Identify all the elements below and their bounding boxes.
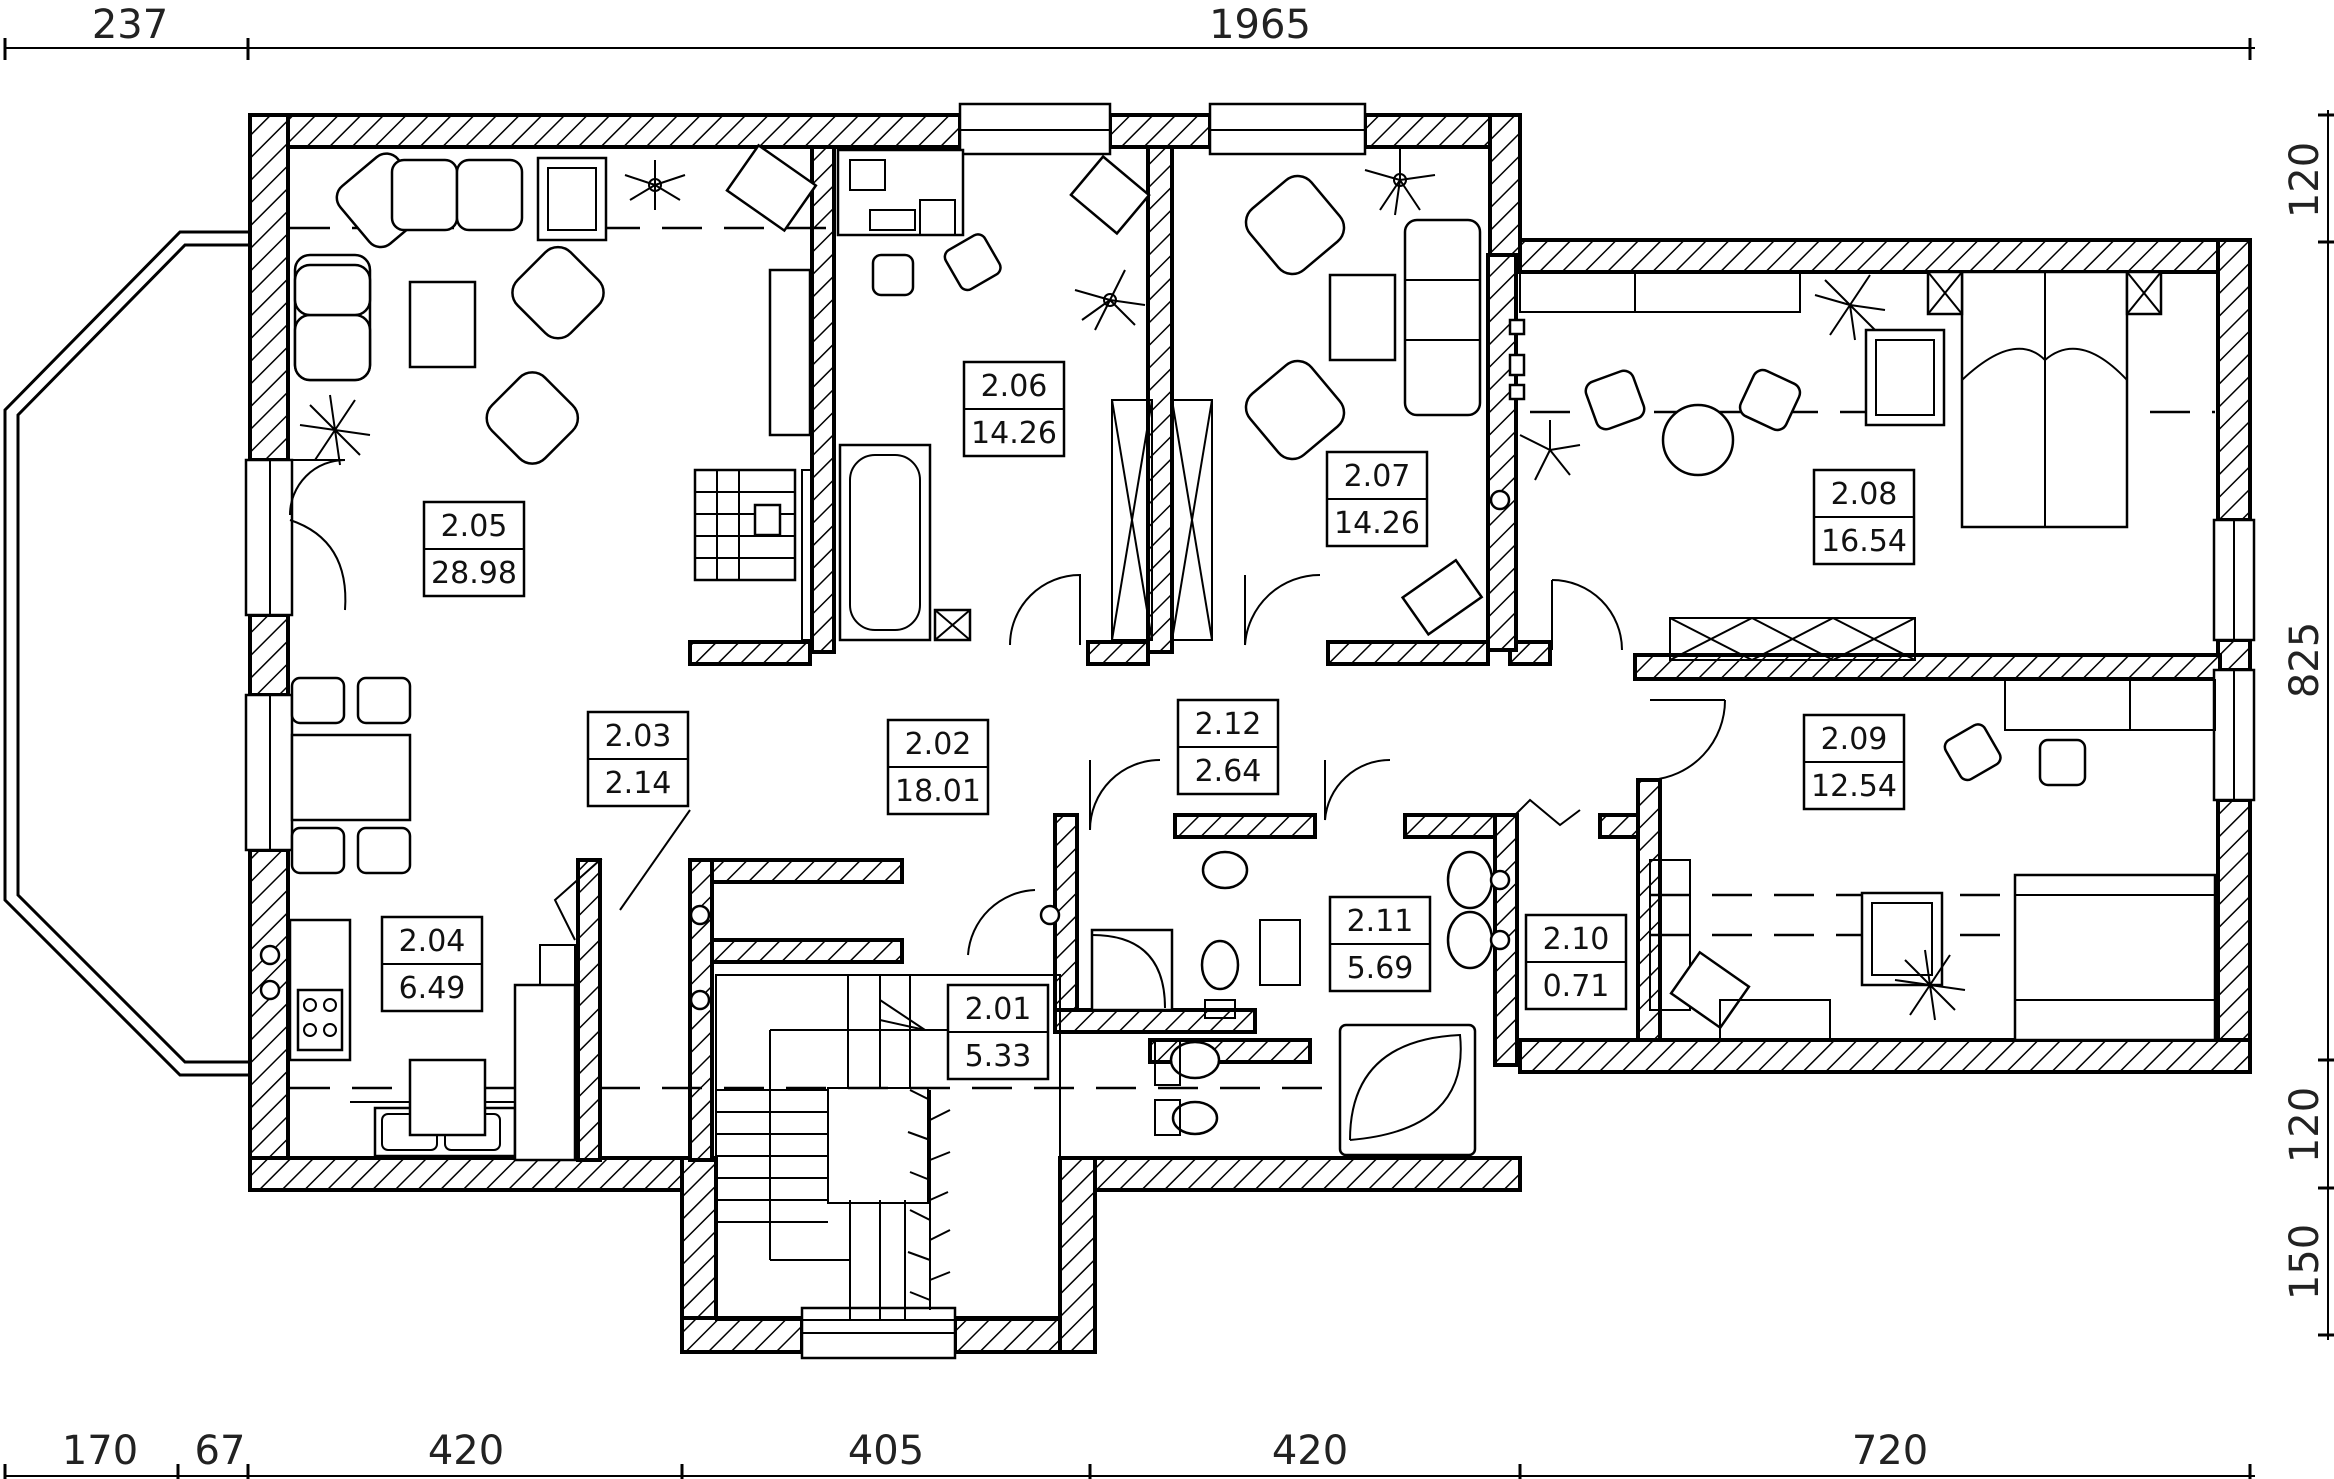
plant-icon bbox=[1814, 274, 1886, 341]
plant-icon bbox=[624, 160, 686, 210]
windows bbox=[244, 102, 2256, 1360]
door-icon bbox=[289, 519, 347, 611]
sink-icon bbox=[1201, 850, 1249, 890]
bed-icon bbox=[2013, 873, 2217, 1042]
room-labels: 2.01 5.33 2.02 18.01 2.03 2.14 2.04 6.49 2.05 28.… bbox=[380, 360, 1916, 1081]
dimension-lines: 237 1965 170 67 420 405 420 720 120 825 … bbox=[3, 2, 2334, 1479]
room-area: 14.26 bbox=[1334, 506, 1420, 541]
room-area: 6.49 bbox=[399, 971, 466, 1006]
plant-icon bbox=[1074, 269, 1146, 331]
room-number: 2.05 bbox=[441, 509, 508, 544]
room-label-2-01: 2.01 5.33 bbox=[946, 983, 1050, 1081]
doors bbox=[289, 459, 1727, 956]
door-icon bbox=[1244, 573, 1321, 646]
room-area: 18.01 bbox=[895, 774, 981, 809]
door-icon bbox=[1324, 758, 1391, 821]
room-208-furniture bbox=[1519, 270, 2163, 661]
room-number: 2.02 bbox=[905, 727, 972, 762]
dim-right-2: 825 bbox=[2282, 622, 2328, 698]
door-icon bbox=[1514, 798, 1581, 827]
room-area: 5.33 bbox=[965, 1039, 1032, 1074]
bay-window bbox=[3, 230, 250, 1077]
plants bbox=[299, 145, 1966, 1310]
room-number: 2.10 bbox=[1543, 922, 1610, 957]
plant-icon bbox=[1364, 145, 1436, 216]
room-number: 2.07 bbox=[1344, 459, 1411, 494]
room-number: 2.03 bbox=[605, 719, 672, 754]
dim-bottom-3: 420 bbox=[428, 1428, 504, 1474]
room-label-2-12: 2.12 2.64 bbox=[1176, 698, 1280, 796]
room-area: 12.54 bbox=[1811, 769, 1897, 804]
room-label-2-02: 2.02 18.01 bbox=[886, 718, 990, 816]
room-label-2-10: 2.10 0.71 bbox=[1524, 913, 1628, 1011]
dim-bottom-4: 405 bbox=[848, 1428, 924, 1474]
walls bbox=[248, 113, 2252, 1354]
room-area: 5.69 bbox=[1347, 951, 1414, 986]
armchair-icon bbox=[1244, 174, 1346, 276]
living-room-furniture bbox=[290, 143, 818, 875]
dim-bottom-5: 420 bbox=[1272, 1428, 1348, 1474]
door-icon bbox=[967, 889, 1036, 956]
dim-right-1: 120 bbox=[2282, 142, 2328, 218]
room-number: 2.12 bbox=[1195, 707, 1262, 742]
room-area: 28.98 bbox=[431, 556, 517, 591]
room-label-2-06: 2.06 14.26 bbox=[962, 360, 1066, 458]
room-number: 2.06 bbox=[981, 369, 1048, 404]
room-area: 0.71 bbox=[1543, 969, 1610, 1004]
door-icon bbox=[1089, 759, 1161, 831]
room-number: 2.11 bbox=[1347, 904, 1414, 939]
room-area: 2.14 bbox=[605, 766, 672, 801]
room-209-furniture bbox=[1649, 679, 2217, 1042]
armchair-icon bbox=[1244, 359, 1346, 461]
stove-icon bbox=[296, 988, 344, 1052]
plant-icon bbox=[907, 1089, 951, 1210]
room-206-furniture bbox=[801, 148, 1213, 642]
bathroom-fixtures bbox=[259, 489, 1511, 1157]
room-area: 16.54 bbox=[1821, 524, 1907, 559]
plant-icon bbox=[1519, 420, 1581, 481]
room-number: 2.04 bbox=[399, 924, 466, 959]
door-icon bbox=[1009, 573, 1081, 646]
armchair-icon bbox=[511, 245, 605, 340]
room-label-2-11: 2.11 5.69 bbox=[1328, 895, 1432, 993]
door-icon bbox=[1551, 579, 1623, 651]
room-label-2-04: 2.04 6.49 bbox=[380, 915, 484, 1013]
room-label-2-09: 2.09 12.54 bbox=[1802, 713, 1906, 811]
toilet-icon bbox=[1200, 939, 1240, 991]
dim-right-3: 120 bbox=[2282, 1087, 2328, 1163]
dim-top-2: 1965 bbox=[1209, 2, 1311, 48]
dim-top-1: 237 bbox=[92, 2, 168, 48]
plant-icon bbox=[907, 1209, 951, 1310]
room-label-2-05: 2.05 28.98 bbox=[422, 500, 526, 598]
sofa-icon bbox=[1403, 218, 1482, 417]
room-label-2-08: 2.08 16.54 bbox=[1812, 468, 1916, 566]
plant-icon bbox=[1894, 949, 1966, 1021]
room-207-furniture bbox=[1244, 174, 1526, 637]
staircase bbox=[715, 974, 1061, 1321]
plant-icon bbox=[299, 394, 371, 466]
dim-right-4: 150 bbox=[2282, 1224, 2328, 1300]
staircase-icon bbox=[715, 974, 1061, 1321]
door-icon bbox=[1649, 699, 1727, 781]
room-number: 2.01 bbox=[965, 992, 1032, 1027]
sink-icon bbox=[1446, 850, 1494, 910]
room-number: 2.08 bbox=[1831, 477, 1898, 512]
room-label-2-03: 2.03 2.14 bbox=[586, 710, 690, 808]
dim-bottom-2: 67 bbox=[195, 1428, 246, 1474]
bathtub-icon bbox=[838, 443, 932, 642]
room-area: 14.26 bbox=[971, 416, 1057, 451]
dim-bottom-1: 170 bbox=[62, 1428, 138, 1474]
room-label-2-07: 2.07 14.26 bbox=[1325, 450, 1429, 548]
dim-bottom-6: 720 bbox=[1852, 1428, 1928, 1474]
room-number: 2.09 bbox=[1821, 722, 1888, 757]
sink-icon bbox=[1446, 910, 1494, 970]
bathtub-icon bbox=[1338, 1023, 1477, 1157]
door-icon bbox=[289, 459, 346, 516]
armchair-icon bbox=[485, 371, 580, 465]
room-area: 2.64 bbox=[1195, 754, 1262, 789]
kitchen-furniture bbox=[288, 809, 691, 1162]
